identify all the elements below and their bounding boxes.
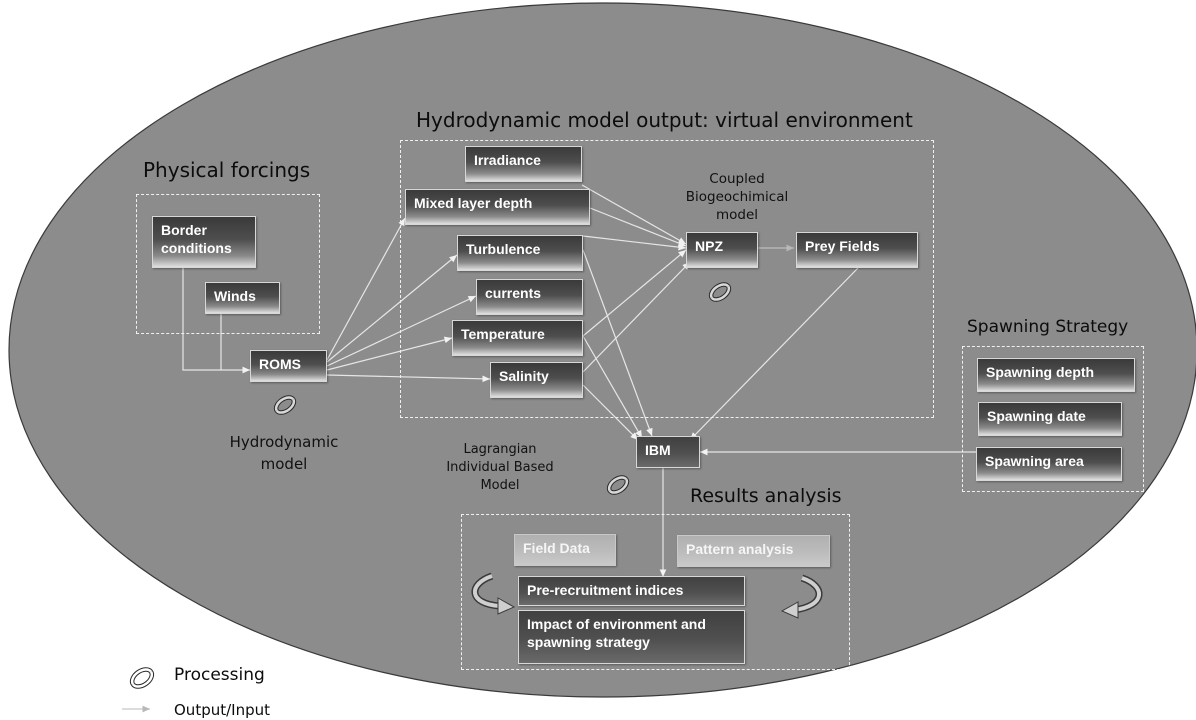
irradiance-box: Irradiance (465, 146, 582, 182)
field-data-box: Field Data (514, 534, 616, 566)
connector-lines (182, 184, 976, 577)
spawning-depth-box: Spawning depth (977, 358, 1135, 392)
results-analysis-title: Results analysis (690, 485, 842, 507)
roms-box: ROMS (250, 350, 327, 382)
spawning-strategy-frame (962, 346, 1144, 492)
pattern-analysis-box: Pattern analysis (677, 535, 830, 567)
results-analysis-frame (461, 514, 850, 670)
curved-arrow-right-icon (780, 574, 823, 619)
legend-processing-label: Processing (174, 665, 265, 685)
physical-forcings-frame (136, 194, 320, 334)
prey-fields-box: Prey Fields (796, 232, 918, 268)
biogeochemical-label: Coupled Biogeochimical model (685, 171, 789, 223)
spawning-area-box: Spawning area (976, 447, 1122, 481)
curved-arrow-left-icon (471, 572, 516, 615)
salinity-box: Salinity (490, 362, 583, 398)
processing-icon (708, 282, 732, 302)
lagrangian-label: Lagrangian Individual Based Model (446, 442, 554, 493)
virtual-environment-title: Hydrodynamic model output: virtual envir… (416, 108, 913, 132)
currents-box: currents (476, 279, 583, 315)
legend-processing-icon (129, 667, 155, 689)
hydrodynamic-label: Hydrodynamic model (229, 433, 339, 473)
border-conditions-box: Border conditions (152, 216, 256, 268)
npz-box: NPZ (686, 232, 758, 268)
turbulence-box: Turbulence (457, 235, 583, 271)
winds-box: Winds (205, 282, 280, 314)
background-ellipse (8, 2, 1196, 698)
pre-recruitment-box: Pre-recruitment indices (518, 576, 745, 606)
virtual-environment-frame (400, 140, 934, 418)
processing-icon (273, 395, 297, 415)
spawning-strategy-title: Spawning Strategy (967, 317, 1129, 337)
physical-forcings-title: Physical forcings (143, 158, 311, 182)
mixed-layer-depth-box: Mixed layer depth (405, 189, 590, 225)
legend-output-input-label: Output/Input (174, 701, 270, 719)
ibm-box: IBM (636, 436, 700, 468)
processing-icon (606, 475, 630, 495)
spawning-date-box: Spawning date (978, 402, 1122, 436)
impact-box: Impact of environment and spawning strat… (518, 610, 745, 664)
temperature-box: Temperature (452, 320, 583, 356)
